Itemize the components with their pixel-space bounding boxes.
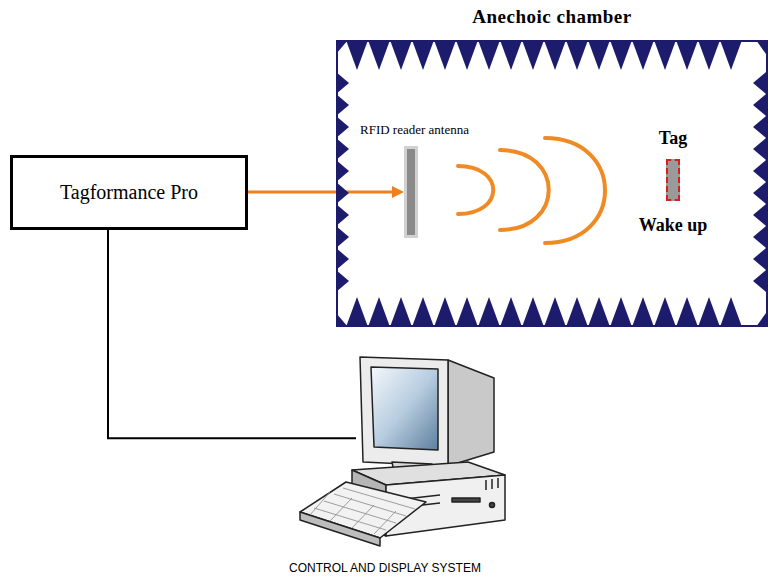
connector-line bbox=[248, 191, 393, 194]
wake-up-label: Wake up bbox=[639, 215, 708, 236]
absorber-wedge bbox=[500, 297, 522, 327]
absorber-wedge bbox=[753, 182, 766, 204]
computer: CONTROL AND DISPLAY SYSTEM bbox=[268, 350, 502, 582]
absorber-wedge bbox=[500, 40, 522, 70]
absorber-wedge bbox=[720, 297, 742, 327]
absorber-wedge bbox=[753, 160, 766, 182]
absorber-wedge bbox=[610, 40, 632, 70]
absorber-wedge bbox=[654, 40, 676, 70]
absorber-wedge bbox=[478, 40, 500, 70]
absorber-wedge bbox=[566, 297, 588, 327]
absorber-wedge bbox=[346, 297, 368, 327]
system-caption: CONTROL AND DISPLAY SYSTEM bbox=[268, 561, 502, 575]
absorber-wedge bbox=[753, 138, 766, 160]
absorber-wedge bbox=[544, 40, 566, 70]
antenna-panel bbox=[404, 146, 418, 238]
rfid-tag: TagWake up bbox=[618, 128, 728, 236]
absorber-wedge bbox=[346, 40, 368, 70]
absorber-wedge bbox=[753, 72, 766, 94]
absorber-wedge bbox=[390, 40, 412, 70]
absorber-wedge bbox=[753, 270, 766, 292]
tag-symbol bbox=[666, 159, 680, 201]
radio-waves bbox=[458, 138, 605, 243]
connector-line bbox=[108, 230, 356, 438]
absorber-wedge bbox=[753, 94, 766, 116]
absorber-wedge bbox=[412, 40, 434, 70]
absorber-wedge bbox=[753, 204, 766, 226]
computer-outline bbox=[356, 355, 501, 540]
tag-label: Tag bbox=[659, 128, 687, 149]
absorber-wedge bbox=[632, 40, 654, 70]
antenna-label: RFID reader antenna bbox=[360, 122, 469, 138]
absorber-wedge bbox=[720, 40, 742, 70]
absorber-wedge bbox=[434, 40, 456, 70]
reader-antenna: RFID reader antenna bbox=[360, 122, 469, 238]
absorber-wedge bbox=[676, 297, 698, 327]
absorber-wedge bbox=[756, 40, 766, 54]
absorber-wedge bbox=[522, 40, 544, 70]
connector bbox=[248, 186, 404, 198]
absorber-wedge bbox=[753, 248, 766, 270]
arrowhead bbox=[392, 186, 404, 198]
absorber-wedge bbox=[456, 297, 478, 327]
absorber-wedge bbox=[753, 226, 766, 248]
absorber-wedge bbox=[368, 297, 390, 327]
absorber-wedges bbox=[336, 40, 766, 327]
computer-illustration bbox=[300, 357, 505, 546]
absorber-wedge bbox=[456, 40, 478, 70]
absorber-wedge bbox=[478, 297, 500, 327]
absorber-wedge bbox=[412, 297, 434, 327]
absorber-wedge bbox=[632, 297, 654, 327]
anechoic-chamber: Anechoic chamberRFID reader antennaTagWa… bbox=[336, 40, 768, 327]
absorber-wedge bbox=[434, 297, 456, 327]
absorber-wedge bbox=[698, 40, 720, 70]
connector bbox=[108, 230, 356, 438]
instrument-label: Tagformance Pro bbox=[60, 181, 198, 204]
absorber-wedge bbox=[390, 297, 412, 327]
absorber-wedge bbox=[588, 297, 610, 327]
absorber-wedge bbox=[522, 297, 544, 327]
instrument-box: Tagformance Pro bbox=[10, 155, 248, 230]
absorber-wedge bbox=[676, 40, 698, 70]
chamber-heading: Anechoic chamber bbox=[338, 6, 766, 28]
absorber-wedge bbox=[756, 313, 766, 327]
absorber-wedge bbox=[368, 40, 390, 70]
absorber-wedge bbox=[544, 297, 566, 327]
absorber-wedge bbox=[654, 297, 676, 327]
absorber-wedge bbox=[610, 297, 632, 327]
absorber-wedge bbox=[588, 40, 610, 70]
absorber-wedge bbox=[566, 40, 588, 70]
absorber-wedge bbox=[753, 116, 766, 138]
absorber-wedge bbox=[698, 297, 720, 327]
